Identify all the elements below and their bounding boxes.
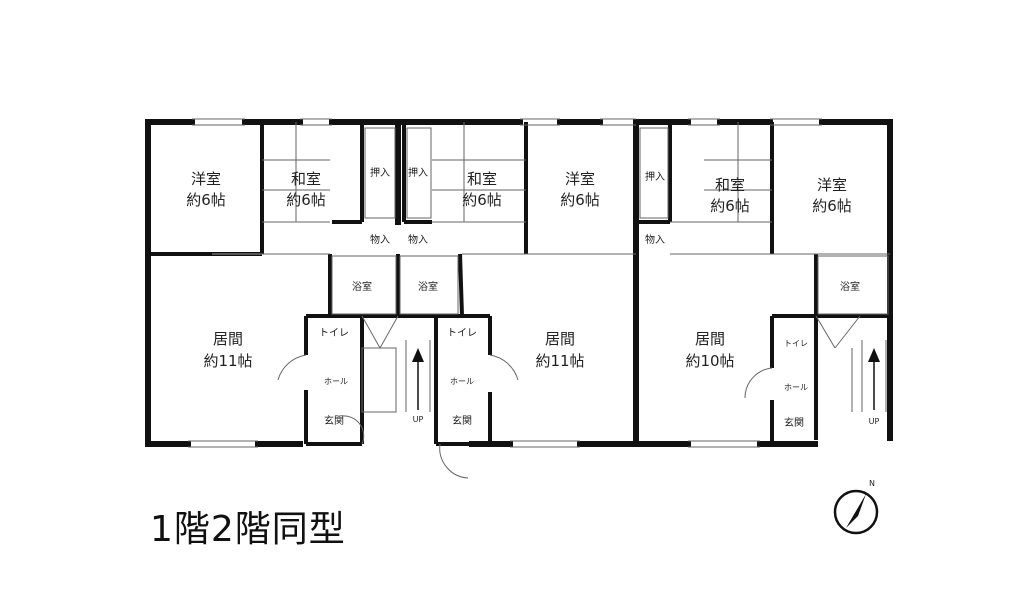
stair-arrows	[412, 348, 880, 410]
u1-living-name: 居間	[213, 330, 243, 348]
u1-japanese-name: 和室	[291, 170, 321, 188]
u2-western-name: 洋室	[565, 170, 595, 188]
inner-walls	[148, 122, 890, 446]
u2-closet-label: 押入	[408, 166, 428, 179]
u3-up-label: UP	[869, 417, 880, 426]
u3-living-name: 居間	[695, 330, 725, 348]
u2-entry-label: 玄関	[452, 414, 472, 427]
u3-closet-label: 押入	[645, 170, 665, 183]
compass-north-label: N	[869, 479, 875, 488]
u3-storage-label: 物入	[645, 233, 665, 246]
compass-icon: N	[833, 479, 879, 535]
u3-entry-label: 玄関	[784, 416, 804, 429]
thin-lines	[188, 118, 890, 479]
u1-bath-label: 浴室	[352, 280, 372, 293]
u1-storage-label: 物入	[370, 233, 390, 246]
u1-up-label: UP	[413, 415, 424, 424]
outer-walls	[145, 119, 893, 447]
u2-storage-label: 物入	[408, 233, 428, 246]
u3-toilet-label: トイレ	[784, 339, 808, 348]
u2-hall-label: ホール	[450, 377, 474, 386]
floor-plan-caption: 1階2階同型	[150, 509, 346, 550]
u3-living-size: 約10帖	[685, 352, 734, 370]
u2-toilet-label: トイレ	[447, 328, 477, 339]
u1-living-size: 約11帖	[203, 352, 252, 370]
u3-western-size: 約6帖	[812, 197, 852, 215]
u1-entry-label: 玄関	[324, 414, 344, 427]
u1-western-name: 洋室	[191, 170, 221, 188]
u2-japanese-name: 和室	[467, 170, 497, 188]
u3-hall-label: ホール	[784, 383, 808, 392]
u3-japanese-size: 約6帖	[710, 197, 750, 215]
u2-japanese-size: 約6帖	[462, 191, 502, 209]
u3-western-name: 洋室	[817, 176, 847, 194]
u2-living-size: 約11帖	[535, 352, 584, 370]
u2-living-name: 居間	[545, 330, 575, 348]
u3-japanese-name: 和室	[715, 176, 745, 194]
u1-japanese-size: 約6帖	[286, 191, 326, 209]
u1-toilet-label: トイレ	[319, 328, 349, 339]
u1-closet-label: 押入	[370, 166, 390, 179]
u1-hall-label: ホール	[324, 377, 348, 386]
u1-western-size: 約6帖	[186, 191, 226, 209]
u2-western-size: 約6帖	[560, 191, 600, 209]
u3-bath-label: 浴室	[840, 280, 860, 293]
u2-bath-label: 浴室	[418, 280, 438, 293]
